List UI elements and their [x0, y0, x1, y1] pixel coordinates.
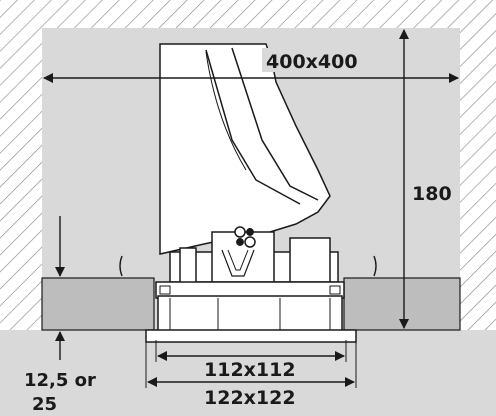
arc-right: [373, 255, 377, 277]
dimension-inner-grille: [155, 340, 347, 362]
dimension-ceiling-opening: [43, 48, 459, 83]
label-ceiling-thickness-line1: 12,5 or: [24, 370, 96, 391]
label-ceiling-opening: 400x400: [266, 51, 358, 73]
label-outer-grille: 122x122: [204, 387, 296, 409]
dimension-outer-grille: [145, 342, 357, 388]
label-clearance-height: 180: [412, 183, 452, 205]
ceiling-tile-right: [343, 277, 461, 331]
label-ceiling-thickness-line2: 25: [32, 394, 57, 415]
label-inner-grille: 112x112: [204, 359, 296, 381]
room-area: [0, 330, 496, 416]
arc-left: [119, 255, 123, 277]
grille-face-plate: [145, 329, 357, 343]
ceiling-tile-left: [41, 277, 155, 331]
